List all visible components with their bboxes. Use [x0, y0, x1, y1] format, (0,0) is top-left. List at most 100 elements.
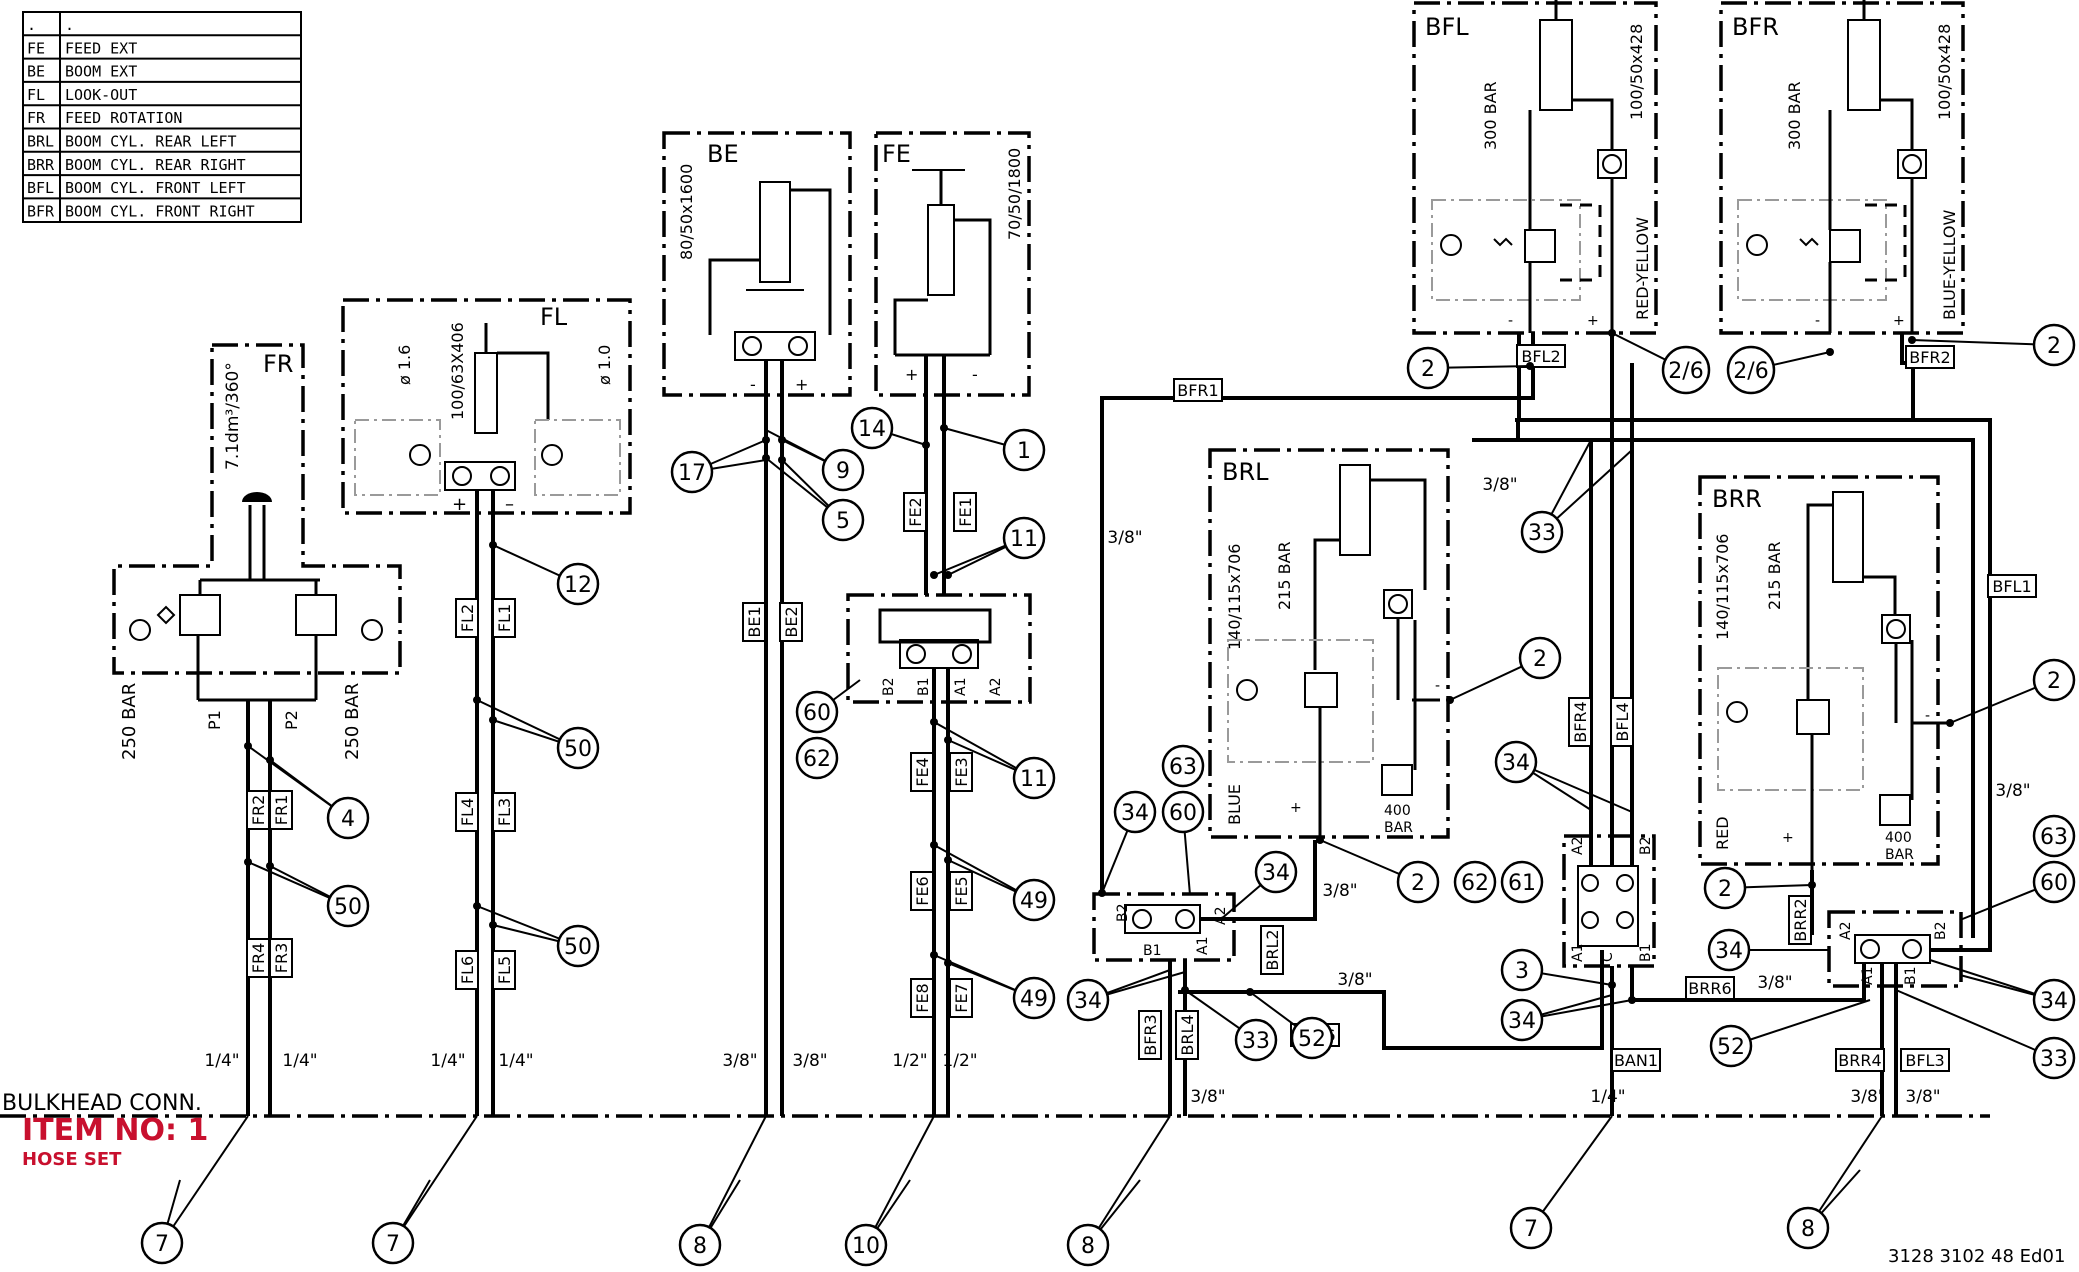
- svg-text:BAN1: BAN1: [1614, 1051, 1658, 1070]
- bfl-plus: +: [1587, 313, 1599, 329]
- svg-text:2: 2: [1421, 357, 1435, 382]
- brl-spec: 140/115x706: [1225, 544, 1244, 650]
- svg-text:33: 33: [1528, 521, 1556, 546]
- hose-tag-fe5: FE5: [949, 871, 973, 911]
- svg-text:5: 5: [836, 509, 850, 534]
- svg-text:FL4: FL4: [458, 798, 477, 826]
- junction-dot: [489, 921, 497, 929]
- legend-desc: .: [65, 16, 74, 34]
- svg-text:33: 33: [2040, 1047, 2068, 1072]
- bfl-group: BFL 100/50x428 300 BAR RED-YELLOW - +: [1412, 0, 1658, 335]
- callout-34: 34: [1101, 790, 1157, 894]
- hose-tag-fl6: FL6: [455, 950, 479, 990]
- callout-8: 8: [678, 1115, 767, 1267]
- svg-text:52: 52: [1298, 1027, 1326, 1052]
- svg-text:7: 7: [386, 1232, 400, 1257]
- callout-60: 60: [1959, 860, 2076, 921]
- svg-text:2: 2: [2047, 334, 2061, 359]
- hose-tag-bfr3: BFR3: [1138, 1010, 1162, 1060]
- hose-tag-fl4: FL4: [455, 792, 479, 832]
- junction-dot: [944, 736, 952, 744]
- bfl-relief: 300 BAR: [1481, 81, 1500, 150]
- junction-dot: [1446, 696, 1454, 704]
- motor-symbol: [242, 492, 272, 502]
- callout-2: 2: [1911, 323, 2076, 367]
- fr-relief-right: 250 BAR: [342, 683, 363, 760]
- bfl-spec: 100/50x428: [1627, 24, 1646, 120]
- hose-tag-fe1: FE1: [953, 492, 977, 532]
- hose-tag-fr3: FR3: [269, 938, 293, 978]
- callout-2: 2: [1949, 658, 2076, 724]
- svg-text:60: 60: [2040, 871, 2068, 896]
- svg-text:12: 12: [564, 573, 592, 598]
- bulkhead-line: BULKHEAD CONN. ITEM NO: 1 HOSE SET: [0, 1091, 1990, 1170]
- drawing-number: 3128 3102 48 Ed01: [1888, 1246, 2065, 1267]
- junction-dot: [473, 696, 481, 704]
- hose-tag-fr4: FR4: [246, 938, 270, 978]
- bfr-minus: -: [1815, 313, 1820, 329]
- svg-text:A2: A2: [1838, 922, 1854, 940]
- brr-color: RED: [1713, 816, 1732, 850]
- legend-code: .: [27, 16, 36, 34]
- hose-tag-fl1: FL1: [492, 598, 516, 638]
- hose-tag-fl3: FL3: [492, 792, 516, 832]
- callout-2: 2: [1703, 866, 1813, 910]
- hose-tag-bfr4: BFR4: [1568, 697, 1592, 747]
- brl-relief: 215 BAR: [1275, 541, 1294, 610]
- callout-3: 3: [1500, 948, 1613, 992]
- hose-tag-ban1: BAN1: [1611, 1048, 1661, 1072]
- svg-text:1: 1: [1017, 439, 1031, 464]
- callout-1: 1: [943, 427, 1046, 472]
- legend-code: FR: [27, 109, 46, 127]
- svg-text:8: 8: [1801, 1217, 1815, 1242]
- svg-text:B2: B2: [1115, 903, 1131, 922]
- svg-text:BRR4: BRR4: [1838, 1051, 1881, 1070]
- junction-dot: [944, 959, 952, 967]
- svg-text:FR3: FR3: [272, 943, 291, 974]
- svg-text:52: 52: [1717, 1035, 1745, 1060]
- junction-dot: [489, 716, 497, 724]
- junction-dot: [244, 742, 252, 750]
- hose-size-label: 1/2": [942, 1051, 977, 1071]
- svg-text:BFL4: BFL4: [1613, 702, 1632, 741]
- callout-11: 11: [933, 516, 1046, 576]
- callout-8: 8: [1066, 1115, 1171, 1267]
- brl-plus: +: [1290, 800, 1302, 816]
- legend-code: FE: [27, 39, 45, 57]
- callout-60: 60: [795, 679, 861, 734]
- hose-tag-bfl1: BFL1: [1987, 574, 2037, 598]
- callout-2-6: 2/6: [1611, 332, 1711, 395]
- hose-tag-brl4: BRL4: [1175, 1010, 1199, 1060]
- fl-orifice-right: ø 1.0: [595, 345, 614, 385]
- callout-62: 62: [795, 736, 839, 780]
- callout-8: 8: [1786, 1115, 1883, 1250]
- fe-title: FE: [882, 140, 911, 168]
- bulkhead-label: BULKHEAD CONN.: [2, 1091, 202, 1116]
- svg-text:FE4: FE4: [913, 757, 932, 787]
- junction-dot: [778, 456, 786, 464]
- callout-33: 33: [1520, 439, 1633, 554]
- junction-dot: [266, 756, 274, 764]
- callout-2: 2: [1406, 346, 1531, 390]
- brr-check-2: BAR: [1885, 847, 1914, 863]
- hose-tag-brr6: BRR6: [1685, 976, 1735, 1000]
- fl-group: FL 100/63X406 ø 1.6 ø 1.0 + –: [341, 298, 632, 1116]
- callout-52: 52: [1249, 991, 1334, 1060]
- junction-dot: [1826, 348, 1834, 356]
- callout-17: 17: [670, 439, 767, 494]
- junction-dot: [762, 436, 770, 444]
- svg-text:50: 50: [564, 737, 592, 762]
- legend-desc: FEED EXT: [65, 39, 137, 57]
- svg-text:50: 50: [334, 895, 362, 920]
- svg-text:33: 33: [1242, 1029, 1270, 1054]
- svg-text:2: 2: [1718, 877, 1732, 902]
- hose-tag-brr2: BRR2: [1788, 895, 1812, 945]
- junction-dot: [1181, 986, 1189, 994]
- fe-group: FE 70/50/1800 + - B2 B1 A1 A2: [846, 131, 1032, 1116]
- hose-size-label: 3/8": [792, 1051, 827, 1071]
- callout-34: 34: [1494, 740, 1633, 813]
- svg-text:2: 2: [1411, 871, 1425, 896]
- svg-text:60: 60: [1169, 801, 1197, 826]
- svg-text:FE8: FE8: [913, 983, 932, 1013]
